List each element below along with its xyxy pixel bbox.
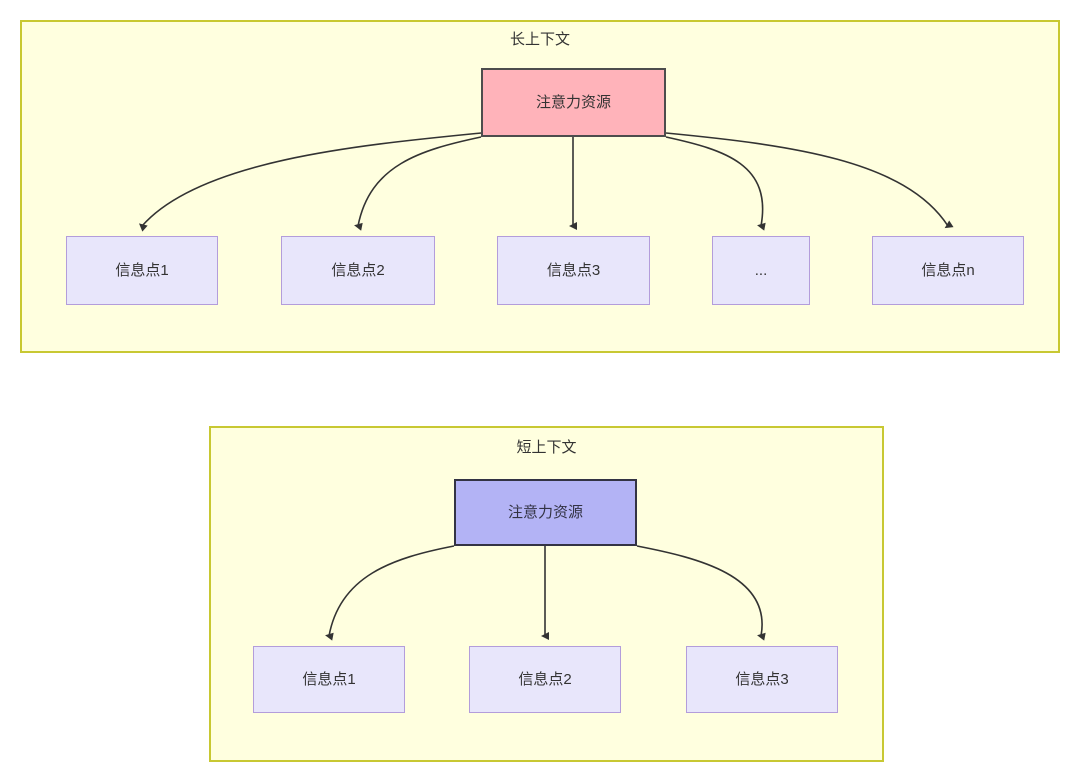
node-info-point-1-short-label: 信息点1: [302, 671, 356, 688]
node-info-point-3-long-label: 信息点3: [546, 262, 601, 279]
node-info-point-3-short[interactable]: 信息点3: [686, 646, 838, 713]
node-info-point-1-short[interactable]: 信息点1: [253, 646, 405, 713]
node-attention-resource-short-label: 注意力资源: [507, 504, 583, 521]
node-info-point-2-short[interactable]: 信息点2: [469, 646, 621, 713]
node-info-point-ellipsis-long[interactable]: ...: [712, 236, 810, 305]
node-info-point-ellipsis-long-label: ...: [754, 262, 768, 279]
group-short-context-title: 短上下文: [516, 439, 577, 456]
node-info-point-1-long[interactable]: 信息点1: [66, 236, 218, 305]
group-long-context-title: 长上下文: [509, 31, 570, 48]
node-info-point-n-long-label: 信息点n: [921, 262, 975, 279]
node-info-point-n-long[interactable]: 信息点n: [872, 236, 1024, 305]
node-info-point-3-short-label: 信息点3: [735, 671, 789, 688]
node-info-point-2-long-label: 信息点2: [331, 262, 385, 279]
node-attention-resource-long[interactable]: 注意力资源: [481, 68, 666, 137]
node-attention-resource-short[interactable]: 注意力资源: [454, 479, 637, 546]
node-info-point-2-short-label: 信息点2: [518, 671, 572, 688]
node-info-point-2-long[interactable]: 信息点2: [281, 236, 435, 305]
node-info-point-1-long-label: 信息点1: [115, 262, 169, 279]
node-attention-resource-long-label: 注意力资源: [535, 94, 611, 111]
node-info-point-3-long[interactable]: 信息点3: [497, 236, 650, 305]
